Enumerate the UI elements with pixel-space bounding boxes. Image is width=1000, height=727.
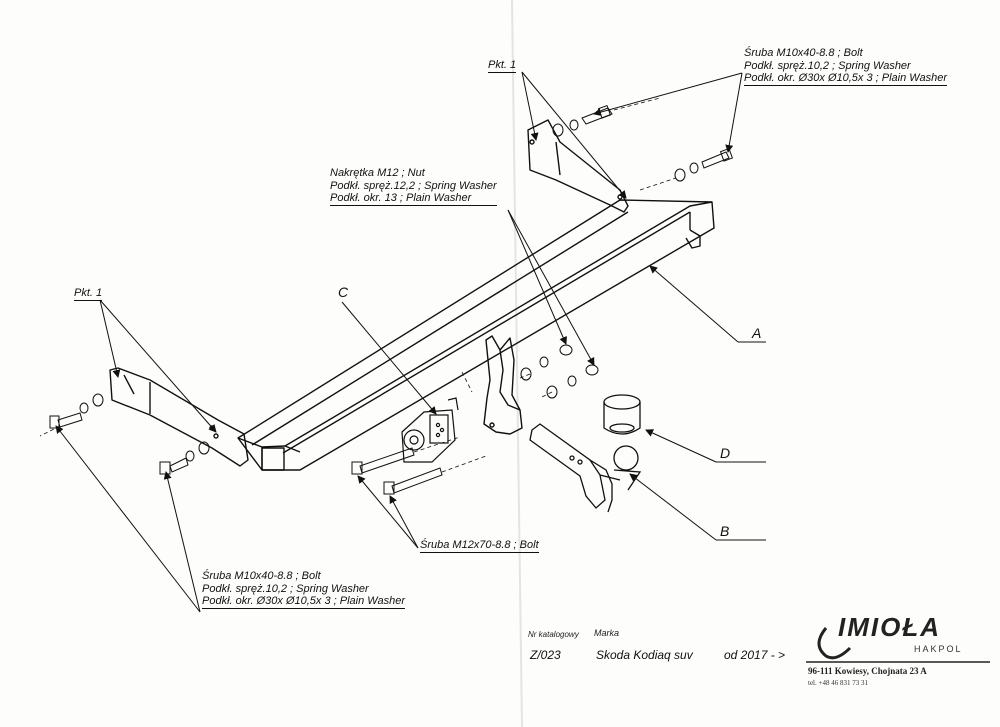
brand-address: 96-111 Kowiesy, Chojnata 23 A <box>808 666 927 676</box>
callout-nut-group: Nakrętka M12 ; Nut Podkł. spręż.12,2 ; S… <box>330 167 497 206</box>
callout-nut-line1: Nakrętka M12 ; Nut <box>330 167 425 179</box>
crossbar-A <box>109 119 715 471</box>
catalog-vehicle: Skoda Kodiaq suv <box>596 648 693 662</box>
callout-nut-line3: Podkł. okr. 13 ; Plain Washer <box>330 192 497 206</box>
catalog-number-label: Nr katalogowy <box>528 630 579 639</box>
part-letter-A: A <box>752 325 762 341</box>
callout-top-right-line3: Podkł. okr. Ø30x Ø10,5x 3 ; Plain Washer <box>744 72 947 86</box>
callout-bottom-left-line3: Podkł. okr. Ø30x Ø10,5x 3 ; Plain Washer <box>202 595 405 609</box>
paper-fold <box>511 0 523 727</box>
callout-bottom-left-line2: Podkł. spręż.10,2 ; Spring Washer <box>202 582 369 595</box>
brand-name: IMIOŁA <box>838 612 941 642</box>
callout-bottom-left-line1: Śruba M10x40-8.8 ; Bolt <box>202 570 321 582</box>
leader-lines <box>55 71 766 613</box>
part-letter-D: D <box>720 445 731 461</box>
callout-top-right-line2: Podkł. spręż.10,2 ; Spring Washer <box>744 59 911 72</box>
fasteners <box>49 104 734 495</box>
callout-top-right: Śruba M10x40-8.8 ; Bolt Podkł. spręż.10,… <box>744 47 947 86</box>
callout-left-pkt-label: Pkt. 1 <box>74 287 103 301</box>
callout-nut-line2: Podkł. spręż.12,2 ; Spring Washer <box>330 179 497 192</box>
part-letter-C: C <box>338 284 349 300</box>
ball-neck-B <box>529 423 642 513</box>
callout-bottom-left: Śruba M10x40-8.8 ; Bolt Podkł. spręż.10,… <box>202 570 405 609</box>
callout-bolt-m12-label: Śruba M12x70-8.8 ; Bolt <box>420 539 539 553</box>
callout-top-pkt: Pkt. 1 <box>488 59 517 73</box>
ball-cover-D <box>603 394 641 435</box>
callout-bolt-m12: Śruba M12x70-8.8 ; Bolt <box>420 539 539 553</box>
socket-plate-C <box>401 397 459 463</box>
part-letter-B: B <box>720 523 730 539</box>
brand-subname: HAKPOL <box>914 644 963 654</box>
callout-top-pkt-label: Pkt. 1 <box>488 59 517 73</box>
assembly-lines <box>39 97 677 473</box>
catalog-from-year: od 2017 - > <box>724 648 786 662</box>
catalog-make-label: Marka <box>594 628 620 638</box>
catalog-number: Z/023 <box>530 648 561 662</box>
brand-phone: tel. +48 46 831 73 31 <box>808 679 868 687</box>
callout-left-pkt: Pkt. 1 <box>74 287 103 301</box>
brand-logo-mark <box>806 627 990 663</box>
callout-top-right-line1: Śruba M10x40-8.8 ; Bolt <box>744 47 863 59</box>
